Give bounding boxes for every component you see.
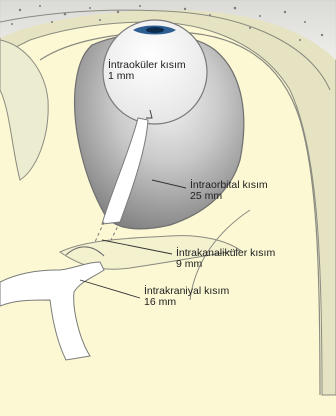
label-intraocular: İntraoküler kısım 1 mm	[108, 60, 186, 82]
label-intracranial: İntrakraniyal kısım 16 mm	[144, 286, 229, 308]
label-intracanalicular-length: 9 mm	[176, 259, 275, 270]
label-intracanalicular: İntrakanaliküler kısım 9 mm	[176, 248, 275, 270]
pupil	[146, 27, 164, 33]
label-intracranial-length: 16 mm	[144, 297, 229, 308]
label-intraorbital-length: 25 mm	[190, 191, 268, 202]
label-intraorbital: İntraorbital kısım 25 mm	[190, 180, 268, 202]
label-intraocular-length: 1 mm	[108, 71, 186, 82]
